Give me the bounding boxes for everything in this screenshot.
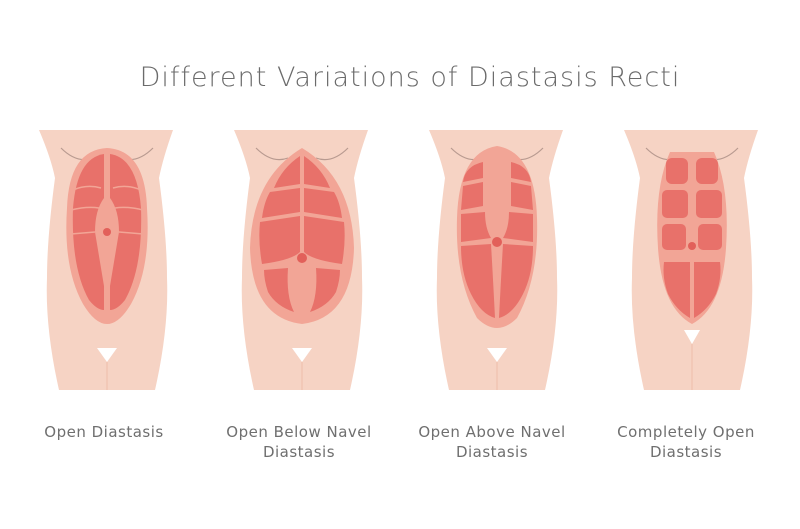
- label-open-below-navel: Open Below Navel Diastasis: [199, 422, 399, 462]
- torso-illustration: [234, 130, 368, 390]
- torso-figure-open-diastasis: [27, 128, 187, 390]
- label-line: Open Below Navel: [226, 423, 372, 441]
- label-open-diastasis: Open Diastasis: [4, 422, 204, 442]
- label-open-above-navel: Open Above Navel Diastasis: [392, 422, 592, 462]
- torso-illustration: [624, 130, 758, 390]
- label-line: Diastasis: [455, 443, 529, 461]
- diagram-title: Different Variations of Diastasis Recti: [139, 62, 681, 93]
- label-line: Diastasis: [649, 443, 723, 461]
- torso-figure-open-above-navel: [417, 128, 577, 390]
- label-line: Open Diastasis: [44, 423, 164, 441]
- torso-figure-completely-open: [612, 128, 772, 390]
- label-completely-open: Completely Open Diastasis: [586, 422, 786, 462]
- label-line: Completely Open: [617, 423, 755, 441]
- torso-illustration: [39, 130, 173, 390]
- torso-illustration: [429, 130, 563, 390]
- label-line: Diastasis: [262, 443, 336, 461]
- torso-figure-open-below-navel: [222, 128, 382, 390]
- label-line: Open Above Navel: [418, 423, 566, 441]
